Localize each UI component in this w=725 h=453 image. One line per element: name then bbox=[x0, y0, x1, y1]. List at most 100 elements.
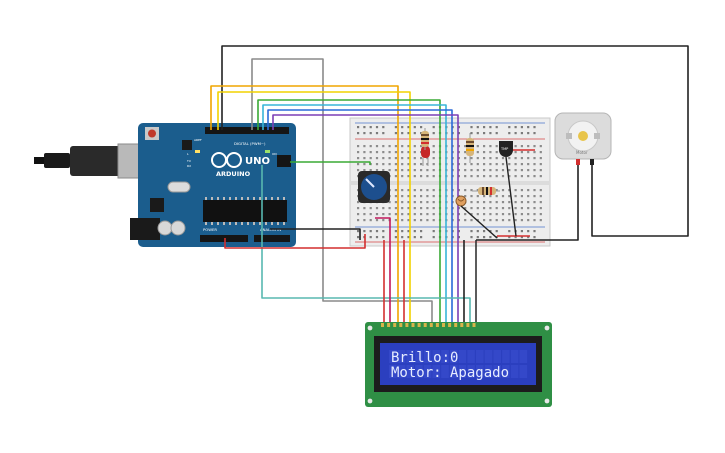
bb-hole bbox=[413, 175, 416, 178]
rail-hole bbox=[401, 126, 404, 129]
rail-hole bbox=[483, 126, 486, 129]
chip-pin bbox=[271, 222, 273, 225]
chip-pin bbox=[259, 197, 261, 200]
bb-hole bbox=[495, 157, 498, 160]
chip-pin bbox=[241, 197, 243, 200]
bb-hole bbox=[501, 169, 505, 172]
bb-hole bbox=[388, 201, 391, 204]
chip-pin bbox=[247, 222, 249, 225]
chip-pin bbox=[283, 222, 285, 225]
rail-hole bbox=[457, 126, 460, 129]
bb-hole bbox=[464, 163, 467, 166]
rail-hole bbox=[470, 230, 473, 233]
bb-hole bbox=[476, 213, 479, 216]
bb-hole bbox=[401, 157, 404, 160]
bb-hole bbox=[432, 145, 435, 148]
bb-hole bbox=[426, 163, 429, 166]
photoresistor-track bbox=[457, 198, 465, 202]
lcd-cell bbox=[389, 365, 397, 378]
reset-button[interactable] bbox=[148, 129, 156, 138]
bb-hole bbox=[533, 145, 536, 148]
arduino-brand-label: ARDUINO bbox=[216, 170, 251, 178]
arduino-uno-board[interactable]: ARDUINO UNO DIGITAL (PWM~) POWER ANALOG … bbox=[34, 123, 296, 247]
bb-hole bbox=[508, 189, 511, 192]
wire-purple bbox=[272, 114, 459, 322]
bb-hole bbox=[520, 219, 523, 222]
lcd-16x2[interactable]: Brillo:0 Motor: Apagado bbox=[365, 322, 552, 407]
bb-hole bbox=[401, 207, 404, 210]
bb-hole bbox=[420, 213, 423, 216]
resistor-3-band-3 bbox=[490, 187, 492, 195]
resistor-2 bbox=[466, 133, 474, 163]
bb-hole bbox=[413, 169, 416, 172]
bb-hole bbox=[401, 219, 404, 222]
led-l-label: L bbox=[187, 152, 189, 156]
bb-hole bbox=[413, 195, 416, 198]
rail-hole bbox=[457, 132, 460, 135]
transistor-label: TMP bbox=[500, 147, 508, 151]
bb-hole bbox=[520, 151, 523, 154]
bb-hole bbox=[432, 175, 435, 178]
potentiometer[interactable] bbox=[358, 171, 390, 203]
bb-hole bbox=[407, 201, 410, 204]
bb-hole bbox=[495, 213, 498, 216]
bb-hole bbox=[520, 189, 523, 192]
lcd-mount-hole-bl bbox=[367, 398, 373, 404]
bb-hole bbox=[369, 219, 372, 222]
transistor-wire bbox=[505, 156, 517, 237]
bb-hole bbox=[514, 213, 517, 216]
lcd-cell bbox=[406, 365, 414, 378]
bb-hole bbox=[363, 213, 366, 216]
dc-motor[interactable]: Motor bbox=[554, 112, 612, 165]
bb-hole bbox=[495, 207, 498, 210]
usb-cable-connector bbox=[70, 146, 122, 176]
lcd-pin bbox=[399, 323, 403, 327]
bb-hole bbox=[520, 201, 523, 204]
bb-hole bbox=[375, 145, 379, 148]
bb-hole bbox=[539, 163, 542, 166]
bb-hole bbox=[514, 201, 517, 204]
chip-pin bbox=[211, 222, 213, 225]
chip-pin bbox=[259, 222, 261, 225]
lcd-pin bbox=[429, 323, 433, 327]
bb-hole bbox=[514, 189, 517, 192]
lcd-line-2: Motor: Apagado bbox=[391, 365, 509, 381]
arduino-logo bbox=[211, 152, 242, 168]
bb-hole bbox=[527, 213, 530, 216]
rail-hole bbox=[375, 236, 379, 239]
bb-hole bbox=[520, 163, 523, 166]
power-header bbox=[200, 235, 248, 242]
chip-pin bbox=[223, 197, 225, 200]
bb-hole bbox=[394, 195, 397, 198]
rail-hole bbox=[420, 230, 423, 233]
bb-hole bbox=[483, 213, 486, 216]
bb-hole bbox=[388, 169, 391, 172]
bb-hole bbox=[527, 169, 530, 172]
bb-hole bbox=[495, 189, 498, 192]
bb-hole bbox=[464, 145, 467, 148]
lcd-pin bbox=[417, 323, 421, 327]
rail-hole bbox=[420, 126, 423, 129]
atmega-chip bbox=[203, 200, 287, 222]
bb-hole bbox=[401, 195, 404, 198]
bb-hole bbox=[394, 145, 397, 148]
bb-hole bbox=[483, 151, 486, 154]
lcd-cell bbox=[510, 350, 519, 363]
bb-hole bbox=[501, 157, 505, 160]
rail-hole bbox=[407, 126, 410, 129]
lcd-pin-header bbox=[381, 323, 476, 327]
chip-pin bbox=[265, 197, 267, 200]
bb-hole bbox=[489, 145, 492, 148]
bb-hole bbox=[495, 175, 498, 178]
bb-hole bbox=[407, 207, 410, 210]
bb-hole bbox=[539, 195, 542, 198]
lcd-cell bbox=[502, 365, 510, 378]
bb-hole bbox=[533, 151, 536, 154]
rail-hole bbox=[520, 236, 523, 239]
bb-hole bbox=[420, 145, 423, 148]
bb-hole bbox=[483, 145, 486, 148]
bb-hole bbox=[476, 201, 479, 204]
wire-cyan bbox=[262, 104, 447, 322]
bb-hole bbox=[382, 157, 385, 160]
bb-hole bbox=[533, 189, 536, 192]
